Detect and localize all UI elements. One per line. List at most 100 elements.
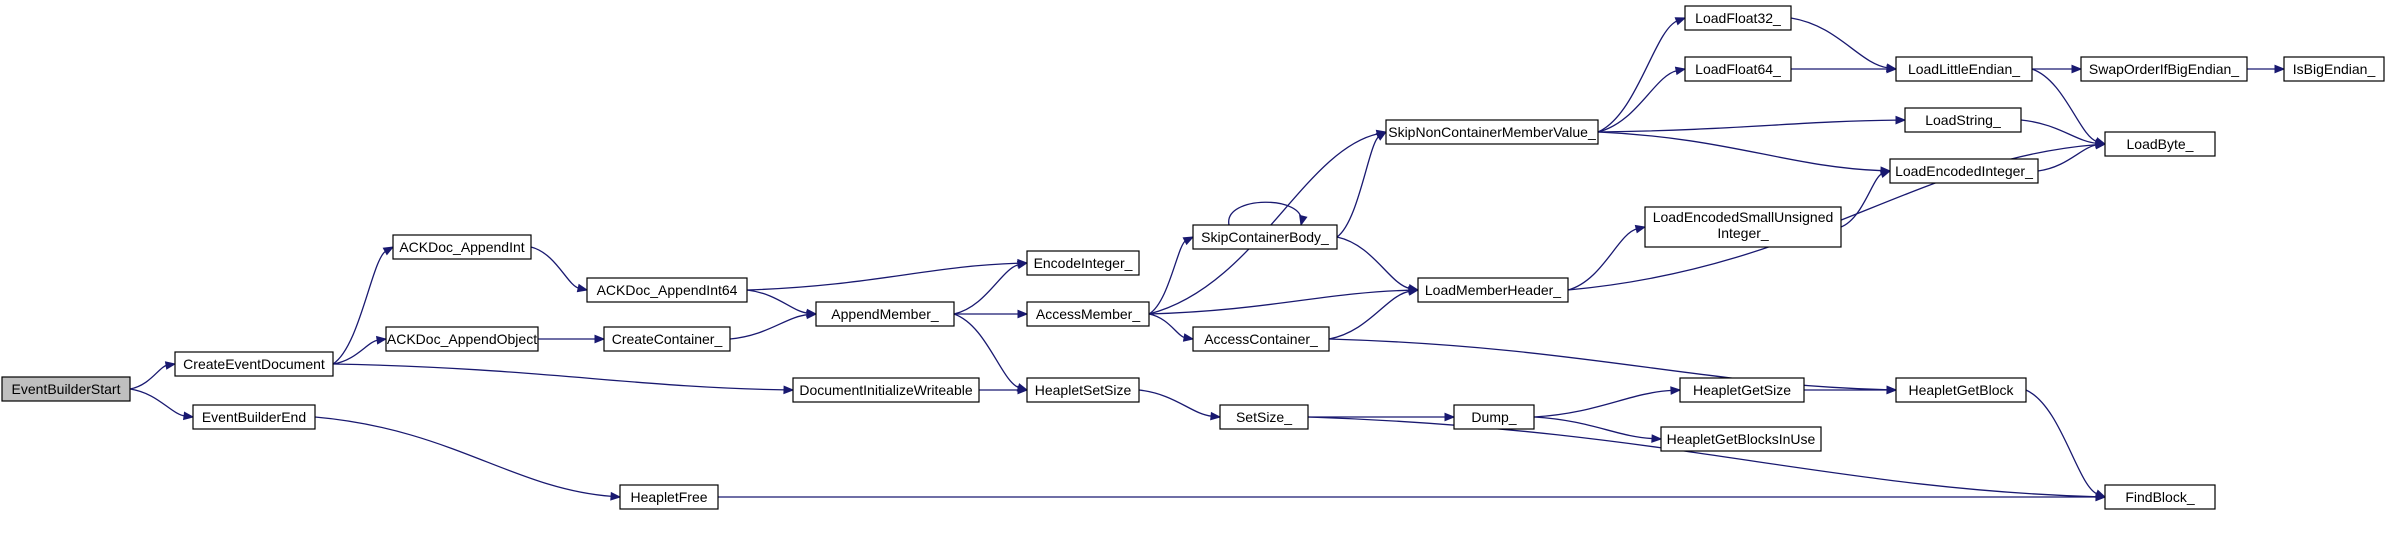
node-scb[interactable]: SkipContainerBody_ [1192, 224, 1338, 250]
edge-arrowhead [576, 283, 589, 293]
node-lf32[interactable]: LoadFloat32_ [1684, 5, 1792, 31]
node-box[interactable] [619, 484, 719, 510]
node-label: Dump_ [1471, 409, 1516, 425]
node-acm[interactable]: AccessMember_ [1026, 301, 1150, 327]
node-box[interactable] [2104, 131, 2216, 157]
edge-line [530, 246, 580, 289]
node-box[interactable] [1, 376, 131, 402]
node-lei[interactable]: LoadEncodedInteger_ [1889, 158, 2039, 184]
edge-arrowhead [2274, 64, 2286, 74]
node-cc[interactable]: CreateContainer_ [603, 326, 731, 352]
node-fb[interactable]: FindBlock_ [2104, 484, 2216, 510]
node-box[interactable] [1026, 377, 1140, 403]
node-box[interactable] [1679, 377, 1805, 403]
node-label: CreateContainer_ [612, 331, 723, 347]
node-dump[interactable]: Dump_ [1453, 404, 1535, 430]
node-box[interactable] [1026, 301, 1150, 327]
edge-arrowhead [1879, 169, 1892, 179]
node-ebs[interactable]: EventBuilderStart [1, 376, 131, 402]
node-label: AppendMember_ [831, 306, 939, 322]
edge-line [1138, 389, 1213, 417]
node-hss[interactable]: HeapletSetSize [1026, 377, 1140, 403]
edge-lle-to-sobe [2032, 64, 2083, 74]
edge-line [1228, 201, 1302, 226]
node-box[interactable] [1026, 250, 1140, 276]
node-sobe[interactable]: SwapOrderIfBigEndian_ [2080, 56, 2248, 82]
node-box[interactable] [603, 326, 731, 352]
node-box[interactable] [1192, 326, 1330, 352]
node-box[interactable] [586, 277, 748, 303]
edge-arrowhead [1375, 131, 1388, 141]
node-box[interactable] [1453, 404, 1535, 430]
node-box[interactable] [2104, 484, 2216, 510]
node-label: EventBuilderEnd [202, 409, 306, 425]
node-box[interactable] [385, 326, 539, 352]
node-am[interactable]: AppendMember_ [815, 301, 955, 327]
edge-arrowhead [164, 361, 177, 370]
node-label: CreateEventDocument [183, 356, 325, 372]
edge-arrowhead [610, 491, 622, 501]
edge-line [2037, 144, 2098, 172]
node-box[interactable] [1660, 426, 1822, 452]
node-box[interactable] [815, 301, 955, 327]
node-box[interactable] [1417, 277, 1569, 303]
node-aai64[interactable]: ACKDoc_AppendInt64 [586, 277, 748, 303]
node-ei[interactable]: EncodeInteger_ [1026, 250, 1140, 276]
node-label: AccessContainer_ [1204, 331, 1318, 347]
edge-line [1148, 240, 1187, 315]
node-box[interactable] [1192, 224, 1338, 250]
node-ebe[interactable]: EventBuilderEnd [192, 404, 316, 430]
node-lmh[interactable]: LoadMemberHeader_ [1417, 277, 1569, 303]
node-box[interactable] [1385, 119, 1599, 145]
node-box[interactable] [792, 377, 980, 403]
node-aai[interactable]: ACKDoc_AppendInt [392, 234, 532, 260]
node-aao[interactable]: ACKDoc_AppendObject [385, 326, 539, 352]
edge-hgb-to-fb [2025, 389, 2107, 498]
node-box[interactable] [1895, 377, 2027, 403]
node-ibe[interactable]: IsBigEndian_ [2283, 56, 2385, 82]
node-box[interactable] [392, 234, 532, 260]
node-hfree[interactable]: HeapletFree [619, 484, 719, 510]
node-box[interactable] [1644, 206, 1842, 248]
node-box[interactable] [1219, 404, 1309, 430]
node-box[interactable] [1889, 158, 2039, 184]
node-hgb[interactable]: HeapletGetBlock [1895, 377, 2027, 403]
node-lf64[interactable]: LoadFloat64_ [1684, 56, 1792, 82]
edge-arrowhead [1674, 66, 1687, 76]
edge-line [332, 250, 387, 365]
node-hgs[interactable]: HeapletGetSize [1679, 377, 1805, 403]
node-box[interactable] [1895, 56, 2033, 82]
node-diw[interactable]: DocumentInitializeWriteable [792, 377, 980, 403]
edge-line [1148, 289, 1411, 315]
edge-sobe-to-ibe [2247, 64, 2286, 74]
node-box[interactable] [192, 404, 316, 430]
node-box[interactable] [174, 351, 334, 377]
edge-sncmv-to-lei [1597, 131, 1892, 176]
node-label: EncodeInteger_ [1034, 255, 1133, 271]
edge-arrowhead [1407, 287, 1420, 296]
node-ced[interactable]: CreateEventDocument [174, 351, 334, 377]
node-box[interactable] [2283, 56, 2385, 82]
edge-hss-to-ss [1138, 389, 1222, 421]
node-lle[interactable]: LoadLittleEndian_ [1895, 56, 2033, 82]
edge-am-to-acm [954, 309, 1029, 319]
node-label: HeapletSetSize [1035, 382, 1132, 398]
node-box[interactable] [1684, 56, 1792, 82]
node-sncmv[interactable]: SkipNonContainerMemberValue_ [1385, 119, 1599, 145]
node-box[interactable] [1684, 5, 1792, 31]
edge-am-to-ei [953, 260, 1029, 315]
node-hgbiu[interactable]: HeapletGetBlocksInUse [1660, 426, 1822, 452]
node-lb[interactable]: LoadByte_ [2104, 131, 2216, 157]
edge-arrowhead [382, 246, 395, 256]
node-box[interactable] [1904, 107, 2022, 133]
edge-line [2020, 119, 2098, 144]
node-acc[interactable]: AccessContainer_ [1192, 326, 1330, 352]
node-label: LoadLittleEndian_ [1908, 61, 2020, 77]
node-box[interactable] [2080, 56, 2248, 82]
node-ss[interactable]: SetSize_ [1219, 404, 1309, 430]
edge-line [1328, 338, 1889, 391]
node-ls[interactable]: LoadString_ [1904, 107, 2022, 133]
edge-arrowhead [376, 335, 388, 345]
